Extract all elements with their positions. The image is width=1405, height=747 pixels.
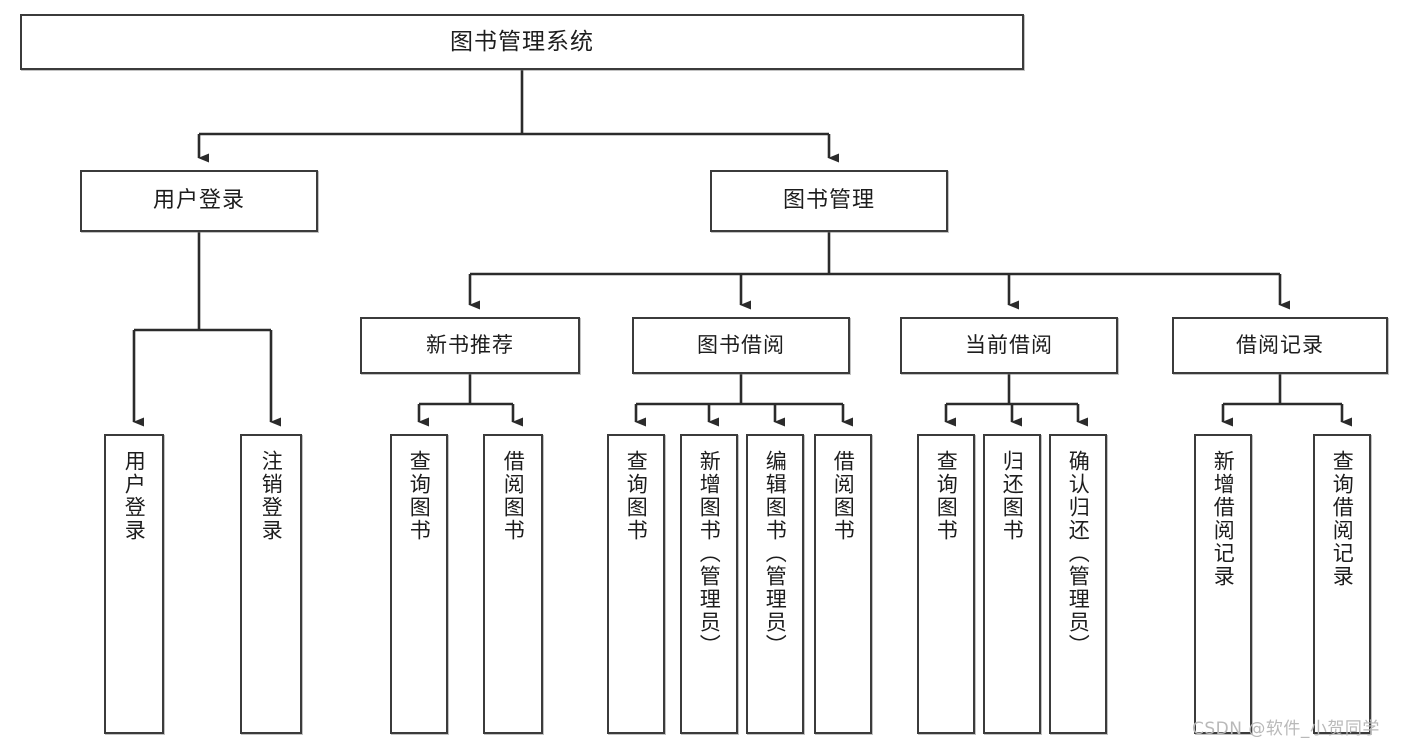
node-new-book-recommend-label: 新书推荐 [426, 332, 514, 357]
node-leaf-return-book-label: 归还图书 [1000, 450, 1025, 542]
node-leaf-query-book-current-label: 查询图书 [934, 450, 959, 542]
node-leaf-return-book[interactable]: 归还图书 [983, 434, 1041, 734]
node-leaf-confirm-return-label: 确认归还（管理员） [1066, 450, 1091, 657]
node-new-book-recommend[interactable]: 新书推荐 [360, 317, 580, 374]
node-leaf-add-book-label: 新增图书（管理员） [697, 450, 722, 657]
node-book-manage-label: 图书管理 [782, 187, 875, 213]
node-leaf-borrow-book-new-label: 借阅图书 [501, 450, 526, 542]
node-leaf-logout-label: 注销登录 [259, 450, 284, 542]
node-leaf-add-record-label: 新增借阅记录 [1211, 450, 1236, 588]
node-leaf-logout[interactable]: 注销登录 [240, 434, 302, 734]
node-leaf-add-book[interactable]: 新增图书（管理员） [680, 434, 738, 734]
node-leaf-query-book-new[interactable]: 查询图书 [390, 434, 448, 734]
node-leaf-add-record[interactable]: 新增借阅记录 [1194, 434, 1252, 734]
node-book-borrow-label: 图书借阅 [697, 332, 785, 357]
node-leaf-borrow-book-new[interactable]: 借阅图书 [483, 434, 543, 734]
node-current-borrow-label: 当前借阅 [965, 332, 1053, 357]
node-leaf-edit-book-label: 编辑图书（管理员） [763, 450, 788, 657]
node-user-login[interactable]: 用户登录 [80, 170, 318, 232]
node-leaf-query-record-label: 查询借阅记录 [1330, 450, 1355, 588]
node-leaf-query-book-new-label: 查询图书 [407, 450, 432, 542]
node-leaf-borrow-book-label: 借阅图书 [831, 450, 856, 542]
node-borrow-record-label: 借阅记录 [1236, 332, 1324, 357]
node-leaf-query-record[interactable]: 查询借阅记录 [1313, 434, 1371, 734]
node-leaf-query-book-current[interactable]: 查询图书 [917, 434, 975, 734]
node-leaf-edit-book[interactable]: 编辑图书（管理员） [746, 434, 804, 734]
node-book-manage[interactable]: 图书管理 [710, 170, 948, 232]
node-root-label: 图书管理系统 [450, 28, 594, 55]
node-current-borrow[interactable]: 当前借阅 [900, 317, 1118, 374]
node-leaf-confirm-return[interactable]: 确认归还（管理员） [1049, 434, 1107, 734]
csdn-watermark: CSDN @软件_小贺同学 [1192, 719, 1380, 739]
node-leaf-query-book-borrow[interactable]: 查询图书 [607, 434, 665, 734]
node-user-login-label: 用户登录 [152, 187, 245, 213]
node-leaf-borrow-book[interactable]: 借阅图书 [814, 434, 872, 734]
node-leaf-query-book-borrow-label: 查询图书 [624, 450, 649, 542]
node-book-borrow[interactable]: 图书借阅 [632, 317, 850, 374]
node-borrow-record[interactable]: 借阅记录 [1172, 317, 1388, 374]
node-leaf-user-login-label: 用户登录 [122, 450, 147, 542]
node-leaf-user-login[interactable]: 用户登录 [104, 434, 164, 734]
node-root[interactable]: 图书管理系统 [20, 14, 1024, 70]
